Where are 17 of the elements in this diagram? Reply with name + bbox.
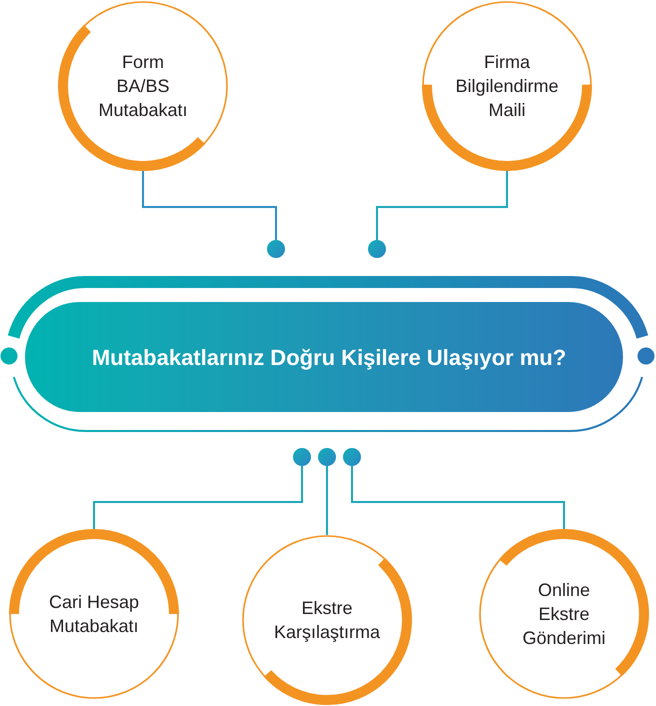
connector-line <box>93 466 303 529</box>
connector-line <box>351 466 565 529</box>
ring-label: Form BA/BS Mutabakatı <box>97 51 189 122</box>
question-text: Mutabakatlarınız Doğru Kişilere Ulaşıyor mu? <box>92 344 566 372</box>
connector-line <box>376 171 508 240</box>
ring-label: Online Ekstre Gönderimi <box>521 579 607 650</box>
question-pill <box>25 302 623 412</box>
ring-node <box>58 1 228 171</box>
ring-node <box>422 1 592 171</box>
ring-node <box>242 535 412 705</box>
connector-line <box>142 171 277 240</box>
ring-label: Ekstre Karşılaştırma <box>272 597 382 644</box>
ring-label: Cari Hesap Mutabakatı <box>48 591 140 638</box>
connector-line <box>326 466 328 535</box>
ring-node <box>9 529 179 699</box>
ring-node <box>479 529 649 699</box>
ring-label: Firma Bilgilendirme Maili <box>454 51 560 122</box>
